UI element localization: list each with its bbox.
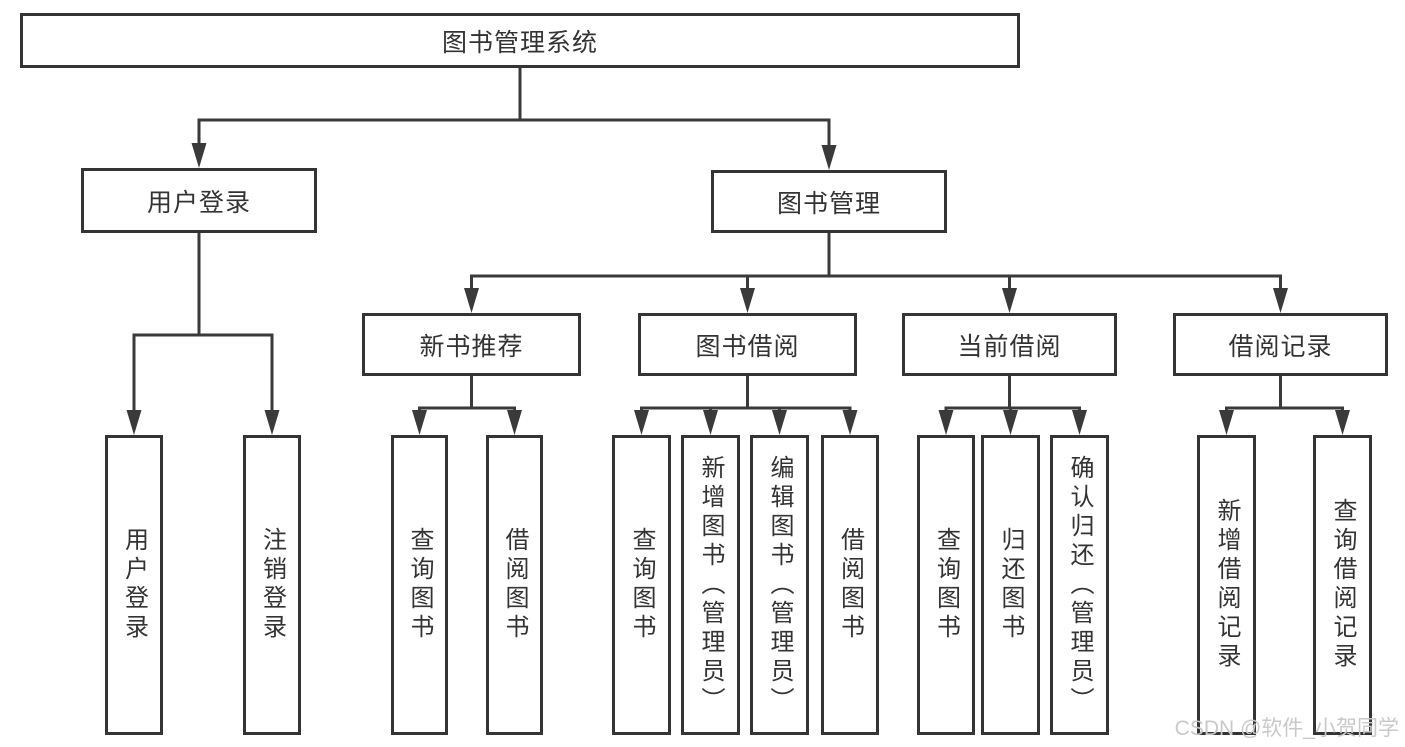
node-current-borrow: 当前借阅 — [902, 313, 1117, 376]
leaf-query-books-recommend: 查询图书 — [391, 435, 448, 735]
node-label: 归还图书 — [997, 527, 1024, 643]
node-label: 查询借阅记录 — [1329, 498, 1356, 672]
leaf-edit-book-admin: 编辑图书（管理员） — [750, 435, 809, 735]
node-label: 用户登录 — [120, 527, 148, 643]
node-book-borrow: 图书借阅 — [638, 313, 857, 376]
node-label: 查询图书 — [406, 527, 433, 643]
node-label: 借阅记录 — [1228, 332, 1333, 361]
leaf-add-borrow-record: 新增借阅记录 — [1197, 435, 1256, 735]
node-label: 借阅图书 — [501, 527, 528, 643]
node-library-management-system: 图书管理系统 — [20, 13, 1020, 68]
node-label: 图书管理系统 — [441, 28, 598, 57]
node-label: 用户登录 — [146, 188, 251, 217]
leaf-logout: 注销登录 — [243, 435, 301, 735]
leaf-borrow-books: 借阅图书 — [821, 435, 879, 735]
leaf-return-book: 归还图书 — [981, 435, 1040, 735]
node-borrow-records: 借阅记录 — [1173, 313, 1388, 376]
leaf-borrow-books-recommend: 借阅图书 — [486, 435, 543, 735]
node-new-book-recommend: 新书推荐 — [362, 313, 581, 376]
node-label: 图书管理 — [776, 189, 881, 218]
node-label: 图书借阅 — [695, 332, 800, 361]
watermark-text: CSDN @软件_小贺同学 — [1174, 717, 1399, 740]
node-label: 新增借阅记录 — [1213, 498, 1240, 672]
node-book-management: 图书管理 — [711, 170, 947, 233]
node-label: 新增图书（管理员） — [697, 454, 724, 716]
leaf-confirm-return-admin: 确认归还（管理员） — [1050, 435, 1109, 735]
leaf-query-books-current: 查询图书 — [917, 435, 975, 735]
node-label: 新书推荐 — [419, 332, 524, 361]
node-label: 当前借阅 — [957, 332, 1062, 361]
leaf-add-book-admin: 新增图书（管理员） — [681, 435, 740, 735]
node-label: 注销登录 — [258, 527, 286, 643]
node-label: 确认归还（管理员） — [1066, 454, 1093, 716]
leaf-query-borrow-record: 查询借阅记录 — [1313, 435, 1372, 735]
leaf-query-books-borrow: 查询图书 — [612, 435, 671, 735]
node-label: 查询图书 — [628, 527, 655, 643]
leaf-user-login: 用户登录 — [105, 435, 163, 735]
node-user-login: 用户登录 — [81, 168, 317, 233]
node-label: 借阅图书 — [836, 527, 864, 643]
node-label: 编辑图书（管理员） — [766, 454, 793, 716]
node-label: 查询图书 — [932, 527, 960, 643]
